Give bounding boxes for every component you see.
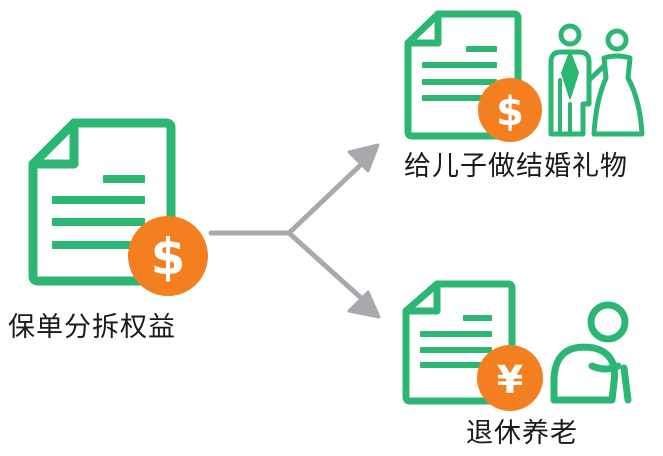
dollar-coin-icon: $	[128, 216, 208, 296]
dollar-coin-icon: $	[478, 78, 542, 142]
label-retirement: 退休养老	[466, 418, 578, 449]
bride-groom-icon	[548, 23, 645, 137]
document-text-lines	[420, 315, 492, 368]
yuan-symbol: ¥	[497, 358, 523, 402]
label-wedding-gift: 给儿子做结婚礼物	[404, 151, 628, 182]
document-text-lines	[422, 46, 497, 101]
yuan-coin-icon: ¥	[477, 345, 543, 411]
document-text-lines	[52, 175, 145, 249]
dollar-symbol: $	[151, 228, 186, 286]
split-arrow-icon	[208, 143, 381, 319]
elderly-person-icon	[550, 301, 632, 404]
dollar-symbol: $	[496, 89, 524, 135]
label-split-policy: 保单分拆权益	[8, 312, 176, 343]
